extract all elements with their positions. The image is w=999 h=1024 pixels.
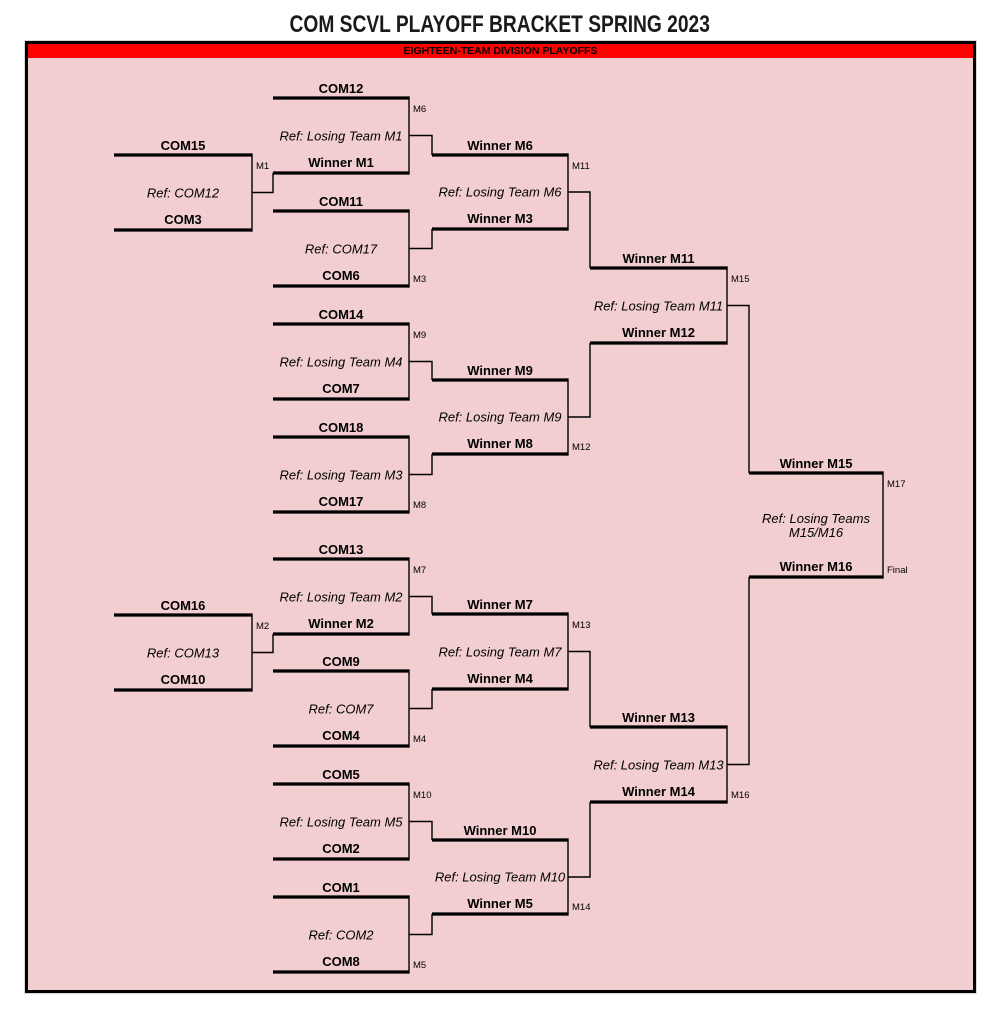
match-label: M10	[413, 790, 432, 801]
team-name-bottom: Winner M16	[779, 559, 853, 574]
team-name-bottom: COM17	[318, 494, 364, 509]
match-m2: COM16 Ref: COM13 COM10 M2	[114, 598, 269, 690]
referee-note: Ref: Losing Team M9	[438, 409, 562, 425]
team-name-bottom: COM6	[322, 268, 360, 283]
team-name-bottom: Winner M1	[308, 155, 374, 170]
division-banner: EIGHTEEN-TEAM DIVISION PLAYOFFS	[28, 44, 973, 58]
referee-note: Ref: COM12	[146, 185, 220, 201]
referee-note: Ref: COM13	[146, 645, 220, 661]
referee-note: Ref: Losing Team M6	[438, 184, 562, 200]
team-name-top: Winner M13	[622, 710, 695, 725]
team-name-bottom: COM7	[322, 381, 360, 396]
match-label: M6	[413, 104, 427, 115]
team-name-bottom: COM4	[322, 728, 360, 743]
referee-note: Ref: Losing Team M5	[279, 814, 403, 830]
team-name-top: Winner M7	[467, 597, 533, 612]
team-name-bottom: Winner M8	[467, 436, 533, 451]
page-title: COM SCVL PLAYOFF BRACKET SPRING 2023	[0, 11, 999, 39]
match-label: M9	[413, 330, 427, 341]
referee-note: Ref: Losing Teams M15/M16	[762, 511, 870, 541]
team-name-bottom: COM8	[322, 954, 360, 969]
team-name-top: Winner M15	[779, 456, 853, 471]
team-name-top: COM12	[318, 81, 364, 96]
match-m16: Winner M13 Ref: Losing Team M13 Winner M…	[590, 710, 749, 802]
match-label: M2	[256, 621, 270, 632]
match-label: M16	[731, 790, 750, 801]
referee-note: Ref: Losing Team M3	[279, 467, 403, 483]
match-m1: COM15 Ref: COM12 COM3 M1	[114, 138, 269, 230]
team-name-bottom: COM10	[160, 672, 206, 687]
page-title-text: COM SCVL PLAYOFF BRACKET SPRING 2023	[289, 11, 710, 38]
match-m8: COM18 Ref: Losing Team M3 COM17 M8	[273, 420, 426, 512]
match-m7: COM13 Ref: Losing Team M2 Winner M2 M7	[273, 542, 426, 634]
team-name-bottom: COM2	[322, 841, 360, 856]
team-name-bottom: Winner M3	[467, 211, 533, 226]
match-label: M11	[572, 161, 590, 172]
team-name-top: COM11	[318, 194, 364, 209]
match-m10: COM5 Ref: Losing Team M5 COM2 M10	[273, 767, 431, 859]
team-name-top: Winner M9	[467, 363, 533, 378]
match-label: M8	[413, 500, 427, 511]
referee-note: Ref: Losing Team M10	[434, 869, 566, 885]
team-name-top: COM1	[322, 880, 360, 895]
match-m14: Winner M10 Ref: Losing Team M10 Winner M…	[432, 823, 591, 914]
referee-note: Ref: Losing Team M13	[593, 757, 724, 773]
match-label: M3	[413, 274, 427, 285]
team-name-top: COM18	[318, 420, 364, 435]
team-name-top: COM14	[318, 307, 364, 322]
match-m11: Winner M6 Ref: Losing Team M6 Winner M3 …	[432, 138, 589, 229]
referee-note: Ref: COM17	[304, 241, 378, 257]
match-m13: Winner M7 Ref: Losing Team M7 Winner M4 …	[432, 597, 590, 689]
team-name-bottom: Winner M4	[467, 671, 533, 686]
match-m3: COM11 Ref: COM17 COM6 M3	[273, 194, 426, 286]
team-name-bottom: Winner M2	[308, 616, 374, 631]
team-name-top: COM9	[322, 654, 360, 669]
match-label: M17	[887, 479, 906, 490]
referee-note: Ref: Losing Team M2	[279, 589, 403, 605]
team-name-top: Winner M11	[622, 251, 695, 266]
team-name-bottom: Winner M12	[622, 325, 695, 340]
match-label: M5	[413, 960, 427, 971]
match-label: M1	[256, 161, 270, 172]
team-name-top: Winner M6	[467, 138, 533, 153]
team-name-bottom: Winner M5	[467, 896, 533, 911]
referee-note: Ref: Losing Team M11	[593, 298, 724, 314]
referee-note: Ref: Losing Team M7	[438, 644, 562, 660]
team-name-top: COM13	[318, 542, 364, 557]
match-label: M15	[731, 274, 750, 285]
team-name-top: COM16	[160, 598, 206, 613]
match-m9: COM14 Ref: Losing Team M4 COM7 M9	[273, 307, 426, 399]
match-label: M7	[413, 565, 427, 576]
match-m4: COM9 Ref: COM7 COM4 M4	[273, 654, 426, 746]
match-m17-final: Winner M15 Ref: Losing Teams M15/M16 Win…	[749, 456, 908, 577]
referee-note: Ref: Losing Team M1	[279, 128, 403, 144]
referee-note: Ref: Losing Team M4	[279, 354, 403, 370]
match-label: M13	[572, 620, 591, 631]
team-name-bottom: Winner M14	[622, 784, 695, 799]
match-m5: COM1 Ref: COM2 COM8 M5	[273, 880, 426, 972]
referee-note: Ref: COM2	[308, 927, 374, 943]
match-m6: COM12 Ref: Losing Team M1 Winner M1 M6	[273, 81, 426, 173]
match-m12: Winner M9 Ref: Losing Team M9 Winner M8 …	[432, 363, 590, 454]
final-label: Final	[887, 565, 908, 576]
match-m15: Winner M11 Ref: Losing Team M11 Winner M…	[590, 251, 750, 343]
match-label: M14	[572, 902, 591, 913]
match-label: M4	[413, 734, 427, 745]
team-name-top: COM15	[160, 138, 206, 153]
team-name-top: COM5	[322, 767, 360, 782]
team-name-bottom: COM3	[164, 212, 202, 227]
referee-note: Ref: COM7	[308, 701, 374, 717]
match-label: M12	[572, 442, 591, 453]
team-name-top: Winner M10	[463, 823, 537, 838]
